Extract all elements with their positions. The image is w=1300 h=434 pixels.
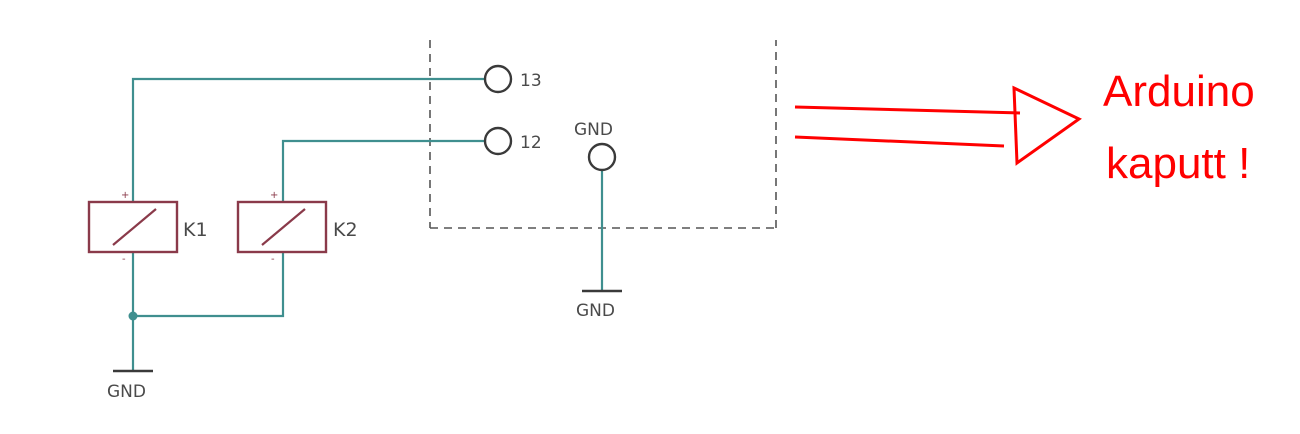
- wires: [131, 77, 604, 370]
- relay-k1-label: K1: [183, 219, 208, 241]
- relay-k2-minus: -: [271, 254, 275, 265]
- relay-k2: + - K2: [236, 190, 358, 265]
- relay-k1: + - K1: [87, 190, 208, 265]
- annotation-line1: Arduino: [1103, 67, 1255, 116]
- relay-k2-label: K2: [333, 219, 358, 241]
- gnd-symbol-relays-label: GND: [107, 382, 146, 402]
- wire-pin13-k1: [131, 77, 485, 202]
- gnd-symbol-relays: GND: [107, 369, 153, 402]
- board-gnd-pin: GND: [574, 120, 617, 172]
- annotation-line2: kaputt !: [1106, 139, 1250, 188]
- board-gnd-label: GND: [574, 120, 613, 140]
- wire-k2-junction: [133, 252, 285, 318]
- wire-pin12-k2: [281, 139, 485, 202]
- pin-12-label: 12: [520, 133, 542, 153]
- junction-dot: [128, 311, 138, 321]
- gnd-symbol-board: GND: [576, 289, 622, 321]
- pin-13: 13: [483, 64, 542, 94]
- pin-12: 12: [483, 126, 542, 156]
- red-arrow: [794, 85, 1082, 166]
- relay-k1-plus: +: [121, 190, 129, 201]
- relay-k2-plus: +: [270, 190, 278, 201]
- gnd-symbol-board-label: GND: [576, 301, 615, 321]
- pin-13-label: 13: [520, 71, 542, 91]
- relay-k1-minus: -: [122, 254, 126, 265]
